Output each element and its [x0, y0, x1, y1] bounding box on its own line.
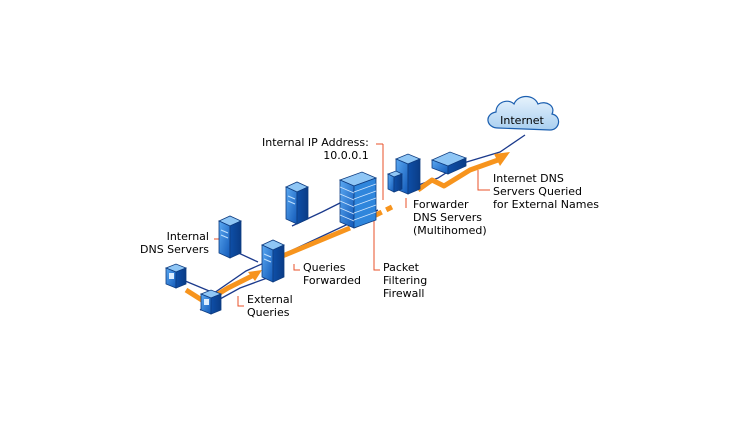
- traffic-arrow-forwarded: [279, 225, 351, 260]
- callout-external-queries: [237, 296, 244, 307]
- router-icon[interactable]: [430, 151, 468, 175]
- forwarder-dns-server-icon[interactable]: [387, 153, 422, 195]
- internet-dns-servers-label: Internet DNS Servers Queried for Externa…: [493, 172, 599, 211]
- callout-queries-forwarded: [293, 264, 300, 271]
- cable-internal-lan-upper: [177, 209, 379, 294]
- traffic-arrow-to-internet: [416, 157, 499, 193]
- arrowhead-to-dns: [248, 270, 262, 281]
- external-queries-label: External Queries: [247, 293, 293, 319]
- firewall-icon[interactable]: [338, 171, 378, 229]
- internet-cloud-icon[interactable]: Internet: [487, 95, 560, 131]
- packet-filtering-firewall-label: Packet Filtering Firewall: [383, 261, 428, 300]
- arrowhead-to-internet: [494, 152, 510, 166]
- callout-firewall: [373, 216, 380, 271]
- callout-internet-dns: [477, 170, 490, 191]
- callout-lines: [214, 143, 490, 307]
- arrowheads: [248, 152, 510, 281]
- internal-dns-servers-label: Internal DNS Servers: [140, 230, 209, 256]
- internal-ip-address-label: Internal IP Address: 10.0.0.1: [262, 136, 369, 162]
- internal-dns-server-icon[interactable]: [218, 215, 242, 259]
- workstation-icon[interactable]: [164, 263, 188, 289]
- dmz-server-icon[interactable]: [285, 181, 309, 225]
- queries-dns-server-icon[interactable]: [261, 239, 285, 283]
- forwarder-dns-servers-label: Forwarder DNS Servers (Multihomed): [413, 198, 487, 237]
- queries-forwarded-label: Queries Forwarded: [303, 261, 361, 287]
- workstation-icon[interactable]: [199, 289, 223, 315]
- internet-label: Internet: [500, 114, 544, 127]
